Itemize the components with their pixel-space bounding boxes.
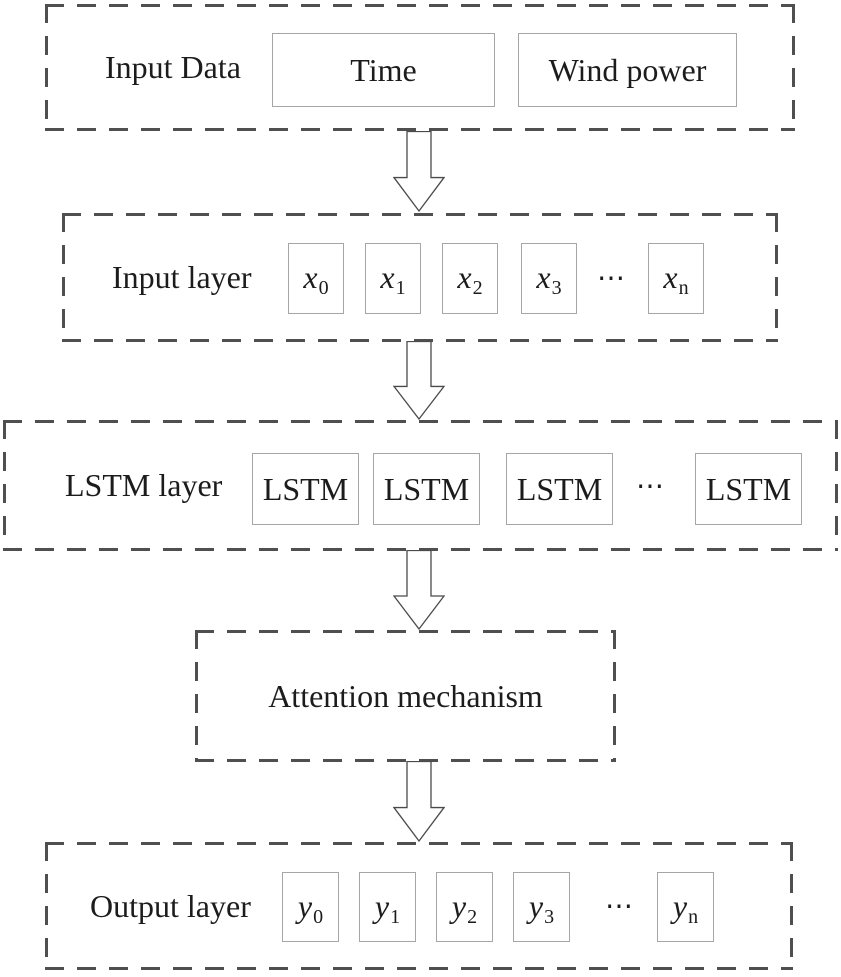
down-arrow-1 bbox=[393, 131, 445, 212]
output-cell-y1: y1 bbox=[359, 872, 416, 942]
wind-power-box-label: Wind power bbox=[548, 51, 707, 88]
down-arrow-3 bbox=[393, 550, 445, 630]
lstm-layer-label: LSTM layer bbox=[65, 467, 223, 503]
attention-group: Attention mechanism bbox=[195, 630, 616, 762]
input-cell-xn: xn bbox=[648, 243, 704, 314]
lstm-cell-4: LSTM bbox=[695, 453, 802, 525]
output-cell-y2: y2 bbox=[436, 872, 493, 942]
lstm-layer-group: LSTM layer LSTM LSTM LSTM ⋯ LSTM bbox=[3, 420, 838, 551]
output-layer-ellipsis: ⋯ bbox=[605, 891, 635, 922]
output-cell-y0: y0 bbox=[282, 872, 339, 942]
attention-label: Attention mechanism bbox=[268, 677, 543, 714]
output-layer-group: Output layer y0 y1 y2 y3 ⋯ yn bbox=[45, 842, 793, 970]
input-cell-x1: x1 bbox=[365, 243, 421, 314]
wind-power-box: Wind power bbox=[518, 33, 737, 107]
input-cell-x2: x2 bbox=[442, 243, 498, 314]
input-data-label: Input Data bbox=[105, 49, 241, 85]
lstm-cell-1: LSTM bbox=[252, 453, 359, 525]
output-cell-y3: y3 bbox=[513, 872, 570, 942]
time-box: Time bbox=[272, 33, 495, 107]
input-data-group: Input Data Time Wind power bbox=[45, 4, 795, 131]
lstm-cell-3: LSTM bbox=[506, 453, 613, 525]
input-layer-label: Input layer bbox=[112, 259, 252, 295]
output-layer-label: Output layer bbox=[90, 887, 251, 924]
down-arrow-4 bbox=[393, 761, 445, 842]
lstm-cell-2: LSTM bbox=[373, 453, 480, 525]
output-cell-yn: yn bbox=[657, 872, 714, 942]
down-arrow-2 bbox=[393, 341, 445, 420]
input-cell-x0: x0 bbox=[288, 243, 344, 314]
lstm-layer-ellipsis: ⋯ bbox=[636, 470, 666, 502]
input-layer-group: Input layer x0 x1 x2 x3 ⋯ xn bbox=[62, 213, 778, 342]
input-layer-ellipsis: ⋯ bbox=[597, 262, 627, 294]
time-box-label: Time bbox=[350, 51, 417, 88]
input-cell-x3: x3 bbox=[521, 243, 577, 314]
